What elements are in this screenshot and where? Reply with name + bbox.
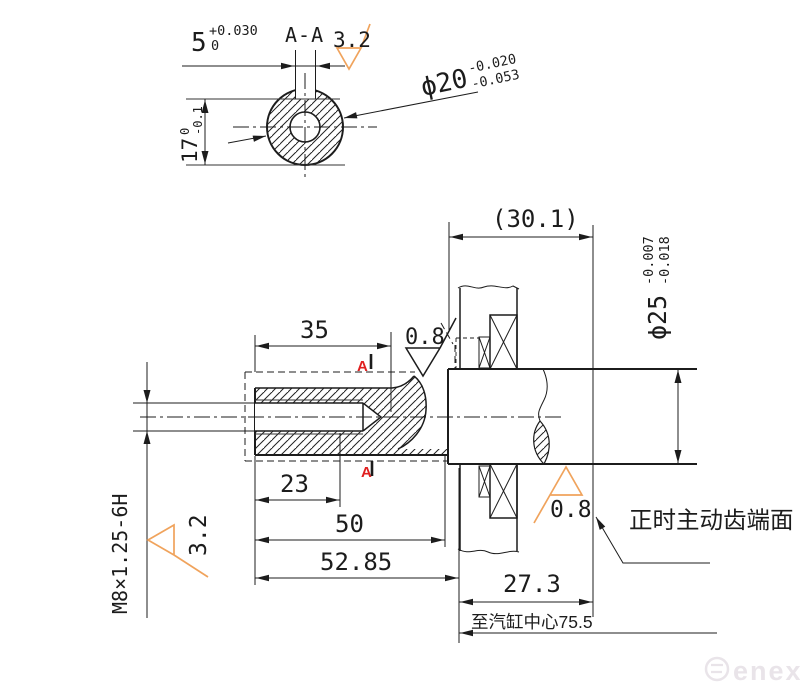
break-line bbox=[538, 368, 548, 422]
dim-30-1: (30.1) bbox=[448, 205, 593, 330]
gear-hub-lower bbox=[457, 463, 520, 555]
roughness-value-thread: 3.2 bbox=[186, 514, 212, 556]
dim-keyway-depth-17: 17 0 -0.1 bbox=[178, 99, 209, 165]
roughness-symbol-keyway: 0.8 bbox=[404, 317, 457, 378]
dim-keyway-width-lower: 0 bbox=[211, 38, 219, 54]
dim-17-upper: 0 bbox=[178, 128, 192, 135]
dim-dia25-lower: -0.018 bbox=[657, 236, 673, 285]
dim-30-1-text: (30.1) bbox=[492, 205, 579, 233]
dim-35: 35 bbox=[254, 316, 392, 412]
section-marker-a-top: A bbox=[357, 358, 368, 375]
dim-thread-m8: M8×1.25-6H 3.2 bbox=[108, 362, 212, 618]
face-note-text: 正时主动齿端面 bbox=[629, 507, 794, 533]
dim-keyway-width-upper: +0.030 bbox=[209, 23, 258, 39]
break-edge-hub-top bbox=[457, 285, 520, 290]
roughness-symbol-thread bbox=[146, 523, 209, 578]
break-lens bbox=[533, 420, 550, 465]
dim-35-text: 35 bbox=[300, 316, 329, 344]
section-label: A-A bbox=[285, 23, 324, 47]
section-centerlines bbox=[233, 73, 377, 181]
roughness-symbol-face: 0.8 bbox=[533, 465, 592, 524]
main-view: A A 0.8 0.8 M8×1.25-6H 3. bbox=[108, 205, 794, 643]
fillet-curve bbox=[397, 375, 427, 450]
watermark-text: enex bbox=[733, 656, 800, 686]
gear-hub-upper bbox=[455, 285, 520, 370]
roughness-value-face: 0.8 bbox=[550, 497, 592, 523]
dim-17-lower: -0.1 bbox=[191, 106, 205, 135]
dim-dia25: ϕ25 bbox=[643, 295, 672, 340]
dim-dia25-upper: -0.007 bbox=[641, 236, 657, 285]
dim-17: 17 bbox=[178, 138, 202, 163]
roughness-symbol-3-2-top: 3.2 bbox=[333, 23, 371, 71]
center-note-text: 至汽缸中心75.5 bbox=[471, 612, 593, 632]
watermark: enex bbox=[704, 656, 800, 686]
dim-keyway-width: 5 bbox=[191, 28, 207, 58]
seal-box-lower bbox=[478, 465, 491, 498]
dim-50-text: 50 bbox=[335, 510, 364, 538]
dim-cylinder-center: 至汽缸中心75.5 bbox=[459, 612, 717, 637]
section-cut-marker-bottom: A bbox=[361, 461, 374, 481]
phantom-gear-outline bbox=[244, 322, 456, 462]
face-note-leader: 正时主动齿端面 bbox=[595, 507, 794, 564]
keyway-slot bbox=[295, 84, 316, 99]
dim-23: 23 bbox=[254, 433, 341, 585]
roughness-value-top: 3.2 bbox=[333, 28, 371, 52]
thread-spec: M8×1.25-6H bbox=[108, 494, 132, 614]
dim-dia-25: ϕ25 -0.007 -0.018 bbox=[641, 236, 682, 464]
roughness-value-keyway: 0.8 bbox=[405, 325, 445, 350]
dim-50: 50 bbox=[255, 456, 446, 547]
section-cut-marker-top: A bbox=[357, 354, 373, 375]
section-view-a-a: 5 +0.030 0 A-A 3.2 ϕ20 -0.020 -0.053 bbox=[178, 23, 521, 181]
dim-52-85: 52.85 bbox=[255, 468, 460, 643]
watermark-logo-bars bbox=[711, 663, 723, 674]
dim-27-3-text: 27.3 bbox=[503, 570, 561, 598]
dim-27-3: 27.3 bbox=[459, 570, 593, 606]
section-marker-a-bottom: A bbox=[361, 464, 372, 481]
watermark-logo-circle bbox=[704, 656, 730, 682]
dim-52-85-text: 52.85 bbox=[320, 548, 392, 576]
dim-dia20: ϕ20 bbox=[418, 64, 470, 103]
break-edge-hub-bottom bbox=[457, 548, 520, 555]
dim-23-text: 23 bbox=[280, 470, 309, 498]
